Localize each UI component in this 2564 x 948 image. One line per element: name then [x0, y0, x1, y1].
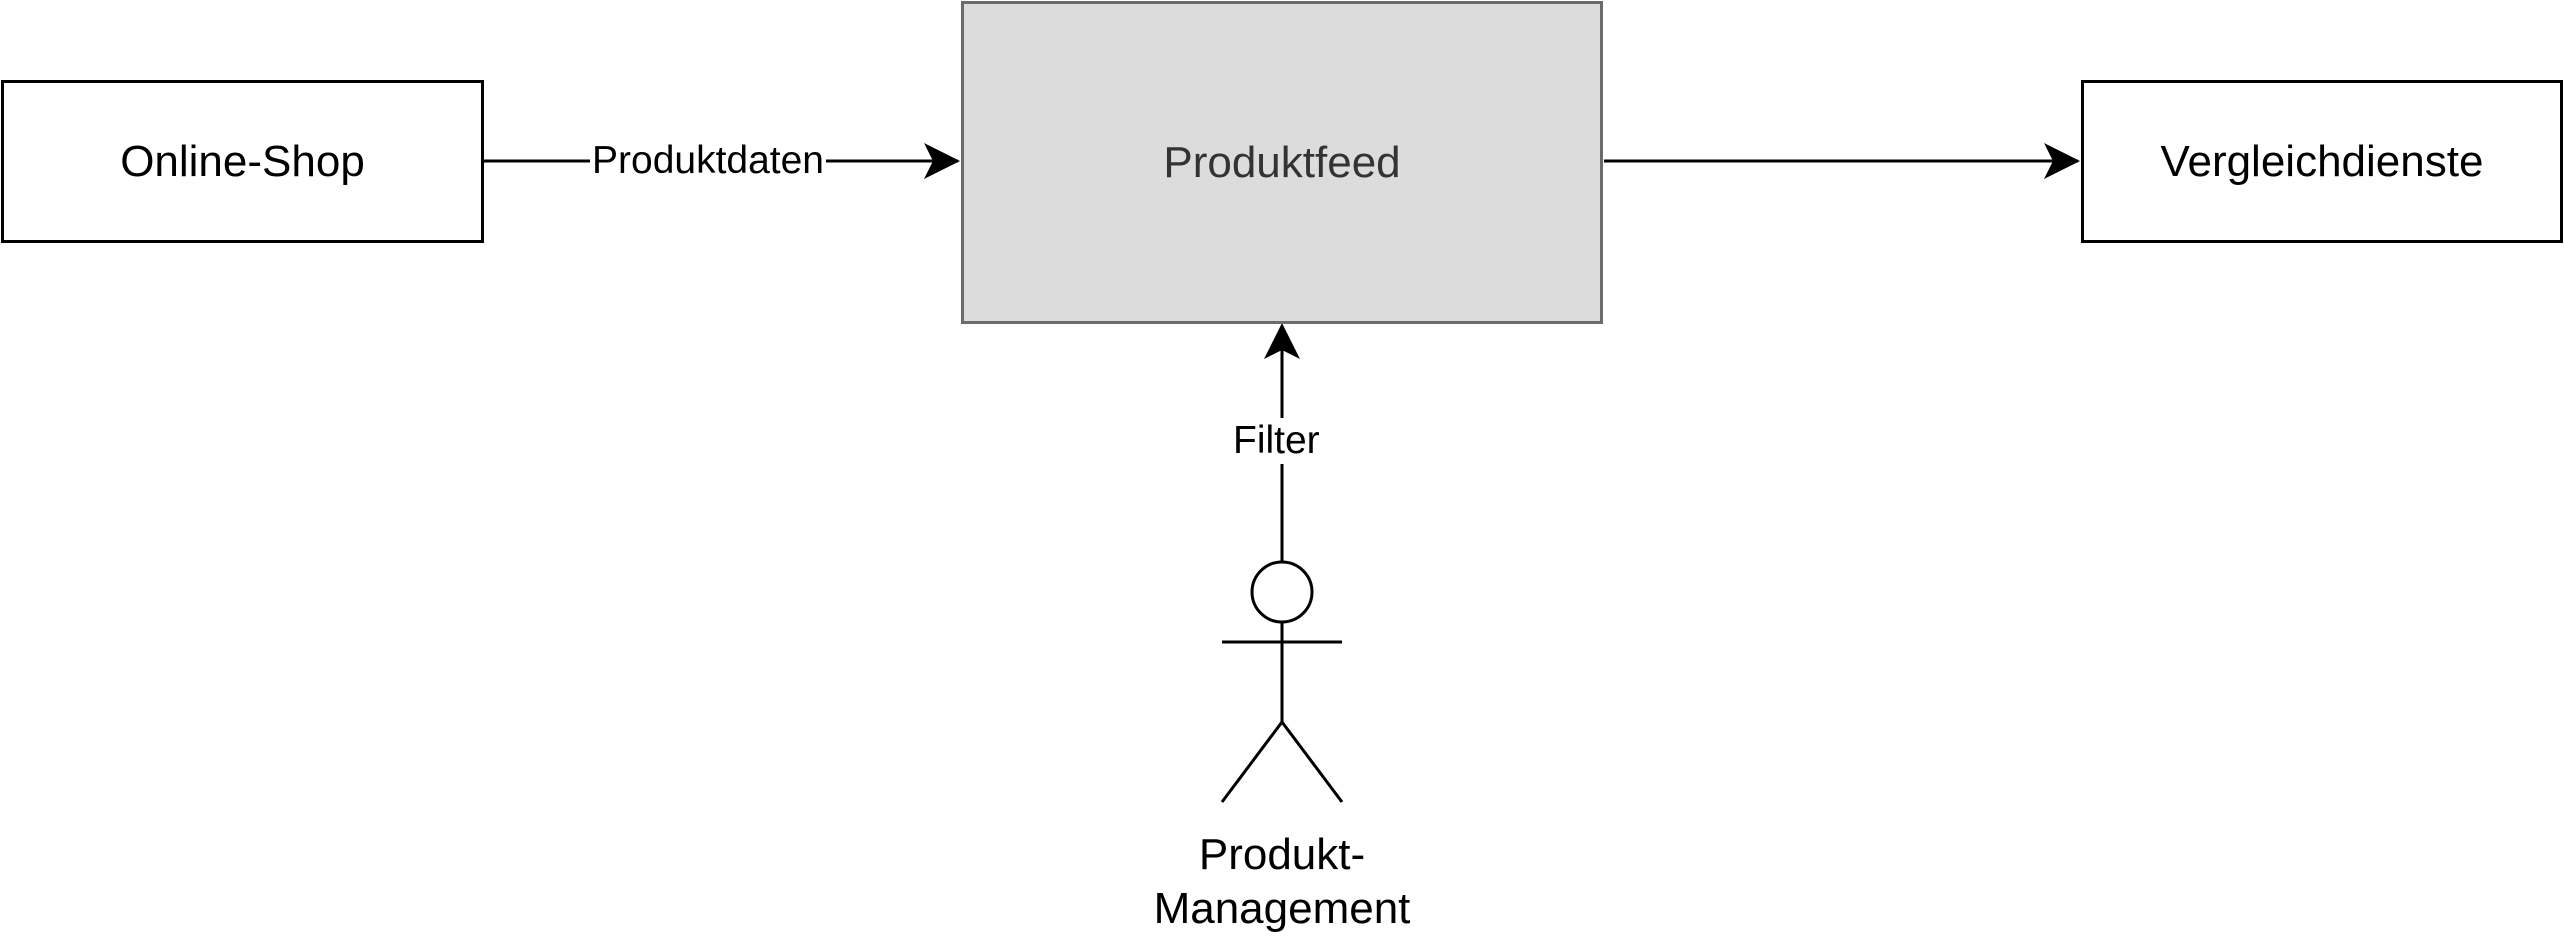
node-online-shop[interactable]: Online-Shop [1, 80, 484, 243]
edge-label-filter: Filter [1231, 418, 1322, 464]
node-vergleichdienste[interactable]: Vergleichdienste [2081, 80, 2563, 243]
node-online-shop-label: Online-Shop [120, 136, 365, 186]
node-produktfeed-label: Produktfeed [1163, 137, 1401, 187]
node-produktfeed[interactable]: Produktfeed [961, 1, 1603, 324]
actor-label-line1: Produkt- [1198, 830, 1366, 879]
actor-figure-icon [1220, 560, 1344, 803]
edge-feed-to-vergleich [1604, 143, 2080, 179]
arrowhead-icon [2044, 143, 2080, 179]
actor-label: Produkt- Management [1082, 828, 1482, 936]
actor-label-line2: Management [1153, 884, 1411, 933]
node-vergleichdienste-label: Vergleichdienste [2160, 136, 2484, 186]
edge-label-produktdaten: Produktdaten [590, 138, 827, 184]
arrowhead-icon [1264, 323, 1300, 359]
arrowhead-icon [924, 143, 960, 179]
